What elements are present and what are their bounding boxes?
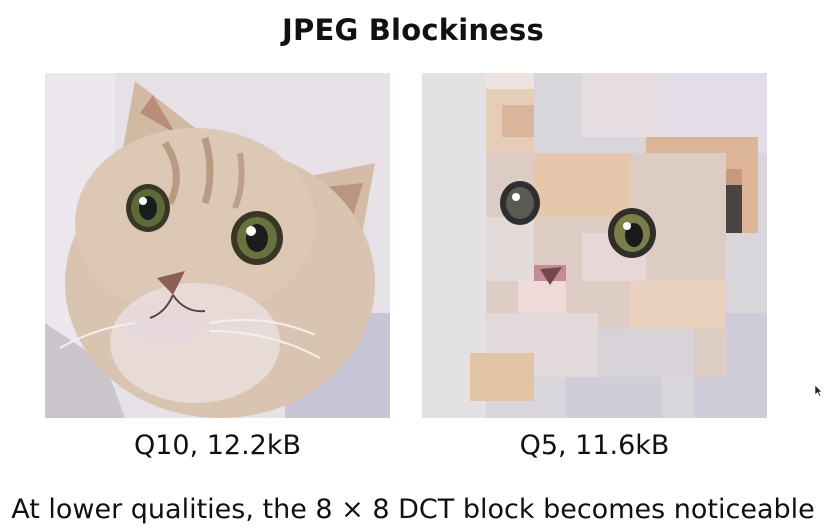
slide-title: JPEG Blockiness [282,13,544,47]
mouse-cursor-icon [814,385,823,397]
caption-q10: Q10, 12.2kB [133,430,302,461]
kitten-image-q5 [422,73,767,418]
slide-footer-text: At lower qualities, the 8 × 8 DCT block … [11,494,815,525]
kitten-image-q10 [45,73,390,418]
caption-q5: Q5, 11.6kB [519,430,670,461]
